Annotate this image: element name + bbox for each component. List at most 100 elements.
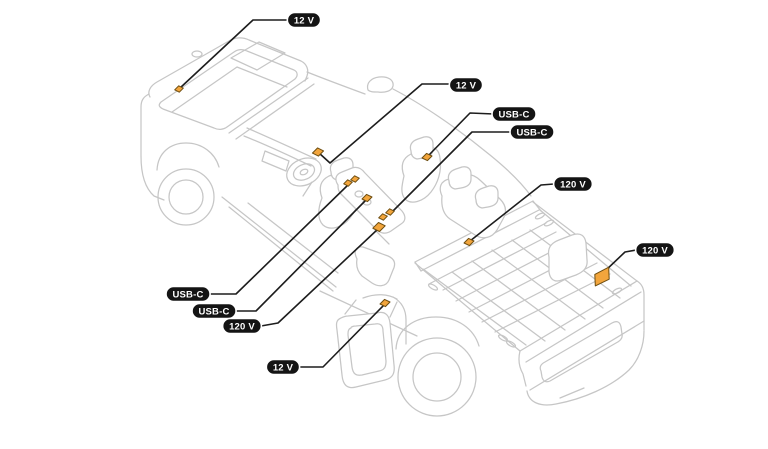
badge-pill xyxy=(221,317,263,335)
outlet-marker xyxy=(463,237,475,247)
front-wheel-arch xyxy=(156,142,220,171)
outlet-marker xyxy=(594,266,610,287)
leader-line xyxy=(233,198,368,312)
callout-rear-console-usbc: USB-C xyxy=(378,123,555,221)
badge-label: USB-C xyxy=(172,290,203,301)
side-mirror xyxy=(366,76,394,93)
bed-rail-slots xyxy=(427,212,623,348)
front-wheel-rim xyxy=(168,179,204,215)
outlet-marker xyxy=(379,298,391,308)
badge-pill xyxy=(448,76,484,94)
badge-label: 120 V xyxy=(642,246,668,257)
callout-dashboard-12v: 12 V xyxy=(311,76,484,164)
frunk-box xyxy=(230,41,286,71)
hood-latch xyxy=(191,50,203,58)
badge-label: 12 V xyxy=(294,16,315,27)
hood-rim-outline xyxy=(148,37,309,98)
steering-wheel xyxy=(286,157,322,187)
tailgate-top-edge xyxy=(519,280,638,352)
dash-lower-line xyxy=(243,135,312,167)
beltline-rear xyxy=(392,88,532,197)
leader-line xyxy=(207,183,350,295)
windshield-line-1 xyxy=(228,77,309,134)
bed-floor-slats-cross xyxy=(442,231,611,333)
tailgate-recess xyxy=(539,321,623,383)
windshield-line-2 xyxy=(235,83,315,140)
badge-label: 12 V xyxy=(456,81,477,92)
leader-line xyxy=(390,131,513,214)
gear-tunnel-door-panel xyxy=(347,323,387,376)
bed-bulkhead-bottom xyxy=(428,222,547,285)
frunk-opening xyxy=(158,49,298,130)
rear-wheel-tire xyxy=(397,337,477,417)
outlet-marker xyxy=(385,208,395,216)
badge-label: 120 V xyxy=(560,180,586,191)
tailgate-right-edge xyxy=(636,280,645,331)
door-hinge-lines xyxy=(344,299,398,318)
front-fascia-outline xyxy=(140,93,165,201)
rear-headrest-1 xyxy=(447,166,472,190)
frunk-tub-line xyxy=(171,66,288,113)
badge-label: USB-C xyxy=(498,110,529,121)
bed-bulkhead-mid xyxy=(420,209,540,272)
outlet-marker xyxy=(361,193,373,203)
callout-gear-tunnel-12v: 12 V xyxy=(265,298,391,376)
cupholder-1 xyxy=(354,190,364,198)
rear-seat-cushion xyxy=(354,246,396,287)
rear-bumper xyxy=(526,330,645,406)
leader-line xyxy=(318,83,453,164)
bed-floor-slats-long xyxy=(451,229,621,342)
rear-headrest-2 xyxy=(474,185,499,209)
rocker-line-2 xyxy=(228,206,334,292)
outlet-marker xyxy=(174,85,184,93)
badge-label: USB-C xyxy=(198,307,229,318)
badge-label: 12 V xyxy=(273,363,294,374)
steering-column xyxy=(302,181,313,197)
door-opening-edge xyxy=(362,294,398,300)
badge-label: 120 V xyxy=(229,322,255,333)
callout-mid-console-usbc: USB-C xyxy=(191,193,373,320)
rear-wheel-rim xyxy=(412,352,462,402)
passenger-seat-back xyxy=(401,146,442,203)
callout-console-120v: 120 V xyxy=(221,222,386,335)
badge-pill xyxy=(634,241,676,259)
bed-wheel-hump xyxy=(547,233,588,282)
outlet-marker xyxy=(378,213,388,221)
badge-pill xyxy=(165,285,211,303)
leader-line xyxy=(427,112,495,157)
bed-left-rail-outer xyxy=(414,262,521,352)
leader-line xyxy=(469,183,555,242)
callout-front-console-usbc: USB-C xyxy=(165,175,360,303)
leader-line xyxy=(296,304,385,368)
leader-line xyxy=(260,228,379,327)
callout-frunk-12v: 12 V xyxy=(174,11,322,93)
badge-label: USB-C xyxy=(516,128,547,139)
badge-pill xyxy=(286,11,322,29)
dash-screen xyxy=(261,150,290,172)
callout-bed-side-120v: 120 V xyxy=(594,241,676,287)
outlet-marker xyxy=(372,222,386,232)
tailgate-crease xyxy=(525,291,642,363)
outlet-marker xyxy=(350,175,360,183)
leader-line xyxy=(603,249,637,273)
badge-pill xyxy=(191,302,237,320)
beltline-front xyxy=(306,71,366,95)
front-wheel-tire xyxy=(157,168,215,226)
callout-front-seatback-usbc: USB-C xyxy=(421,105,537,162)
badge-pill xyxy=(491,105,537,123)
tailgate-bottom-edge xyxy=(529,320,645,391)
outlet-marker xyxy=(311,147,325,157)
outlet-marker xyxy=(421,152,433,162)
dash-top-line xyxy=(246,127,317,160)
vehicle-illustration xyxy=(140,37,645,417)
outlet-marker xyxy=(343,179,353,187)
rear-wheel-arch xyxy=(395,316,480,350)
leader-line xyxy=(179,19,291,89)
bed-left-rail-inner xyxy=(422,268,527,346)
badge-pill xyxy=(509,123,555,141)
rocker-line-1 xyxy=(221,196,337,288)
badge-pill xyxy=(552,175,594,193)
